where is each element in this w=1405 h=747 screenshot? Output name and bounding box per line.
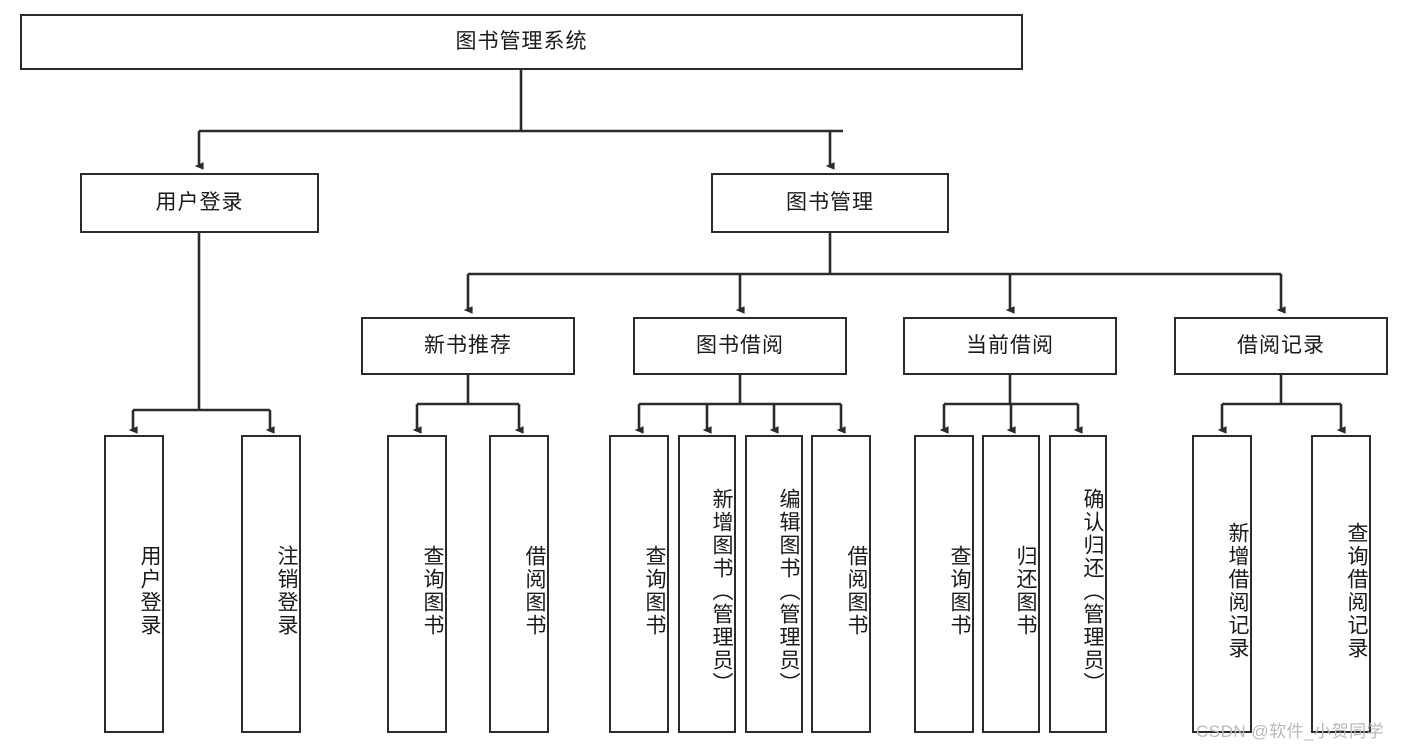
leaf-edit-book[interactable]: 编辑图书（管理员）: [745, 435, 803, 733]
leaf-return-book-label: 归还图书: [1014, 545, 1037, 637]
node-user-login[interactable]: 用户登录: [80, 173, 319, 233]
leaf-add-book[interactable]: 新增图书（管理员）: [678, 435, 736, 733]
leaf-borrow-book-1-label: 借阅图书: [523, 545, 546, 637]
leaf-borrow-book-1[interactable]: 借阅图书: [489, 435, 549, 733]
node-borrow-record-label: 借阅记录: [1237, 333, 1325, 357]
leaf-query-book-1[interactable]: 查询图书: [387, 435, 447, 733]
leaf-edit-book-label: 编辑图书（管理员）: [777, 487, 800, 695]
leaf-add-book-label: 新增图书（管理员）: [710, 487, 733, 695]
leaf-query-record[interactable]: 查询借阅记录: [1311, 435, 1371, 733]
leaf-confirm-return[interactable]: 确认归还（管理员）: [1049, 435, 1107, 733]
leaf-logout-label: 注销登录: [275, 545, 298, 637]
node-new-book-rec-label: 新书推荐: [424, 333, 512, 357]
node-book-manage-label: 图书管理: [786, 190, 874, 214]
leaf-query-book-2[interactable]: 查询图书: [609, 435, 669, 733]
leaf-add-record-label: 新增借阅记录: [1226, 522, 1249, 660]
leaf-query-book-3-label: 查询图书: [948, 545, 971, 637]
node-new-book-rec[interactable]: 新书推荐: [361, 317, 575, 375]
leaf-user-login-label: 用户登录: [138, 545, 161, 637]
node-book-manage[interactable]: 图书管理: [711, 173, 949, 233]
node-root-label: 图书管理系统: [455, 29, 588, 53]
leaf-query-record-label: 查询借阅记录: [1345, 522, 1368, 660]
leaf-query-book-2-label: 查询图书: [643, 545, 666, 637]
node-root[interactable]: 图书管理系统: [20, 14, 1023, 70]
leaf-confirm-return-label: 确认归还（管理员）: [1081, 487, 1104, 695]
node-borrow-record[interactable]: 借阅记录: [1174, 317, 1388, 375]
leaf-borrow-book-2-label: 借阅图书: [845, 545, 868, 637]
leaf-query-book-1-label: 查询图书: [421, 545, 444, 637]
csdn-watermark: CSDN @软件_小贺同学: [1196, 722, 1385, 741]
node-user-login-label: 用户登录: [155, 190, 244, 214]
leaf-add-record[interactable]: 新增借阅记录: [1192, 435, 1252, 733]
leaf-user-login[interactable]: 用户登录: [104, 435, 164, 733]
node-book-borrow[interactable]: 图书借阅: [633, 317, 847, 375]
leaf-query-book-3[interactable]: 查询图书: [914, 435, 974, 733]
node-book-borrow-label: 图书借阅: [696, 333, 784, 357]
node-current-borrow-label: 当前借阅: [966, 333, 1054, 357]
leaf-borrow-book-2[interactable]: 借阅图书: [811, 435, 871, 733]
leaf-return-book[interactable]: 归还图书: [982, 435, 1040, 733]
node-current-borrow[interactable]: 当前借阅: [903, 317, 1117, 375]
leaf-logout[interactable]: 注销登录: [241, 435, 301, 733]
